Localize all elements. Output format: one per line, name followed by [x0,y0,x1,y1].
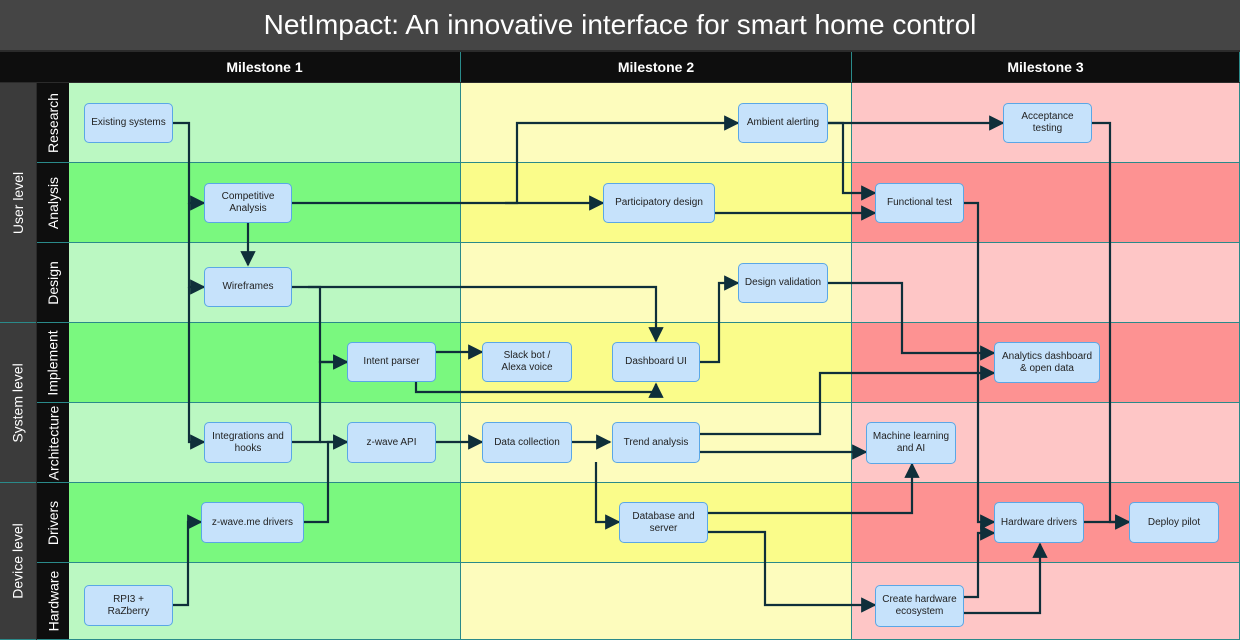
edge-wireframes-to-intent [308,285,349,370]
group-system-level: System level [0,323,36,483]
edge-existing-to-competitive [173,121,206,211]
edge-dashboard-to-validation [700,275,740,364]
group-user-level: User level [0,83,36,323]
group-device-level: Device level [0,483,36,640]
edge-validation-to-analytics [828,281,996,361]
edge-rpi-to-zwave-drivers [173,514,203,607]
edge-trend-to-analytics [700,365,996,436]
node-integrations-hooks[interactable]: Integrations and hooks [204,422,292,463]
edge-create-to-hardware-2 [964,542,1048,615]
node-machine-learning[interactable]: Machine learning and AI [866,422,956,464]
node-create-hardware[interactable]: Create hardware ecosystem [875,585,964,627]
edge-wireframes-to-dashboard [292,285,664,343]
node-rpi3-razberry[interactable]: RPI3 + RaZberry [84,585,173,626]
node-ambient-alerting[interactable]: Ambient alerting [738,103,828,143]
lane-label-design: Design [37,243,69,323]
lane-label-drivers: Drivers [37,483,69,563]
edge-integrations-to-intent [292,354,349,444]
node-intent-parser[interactable]: Intent parser [347,342,436,382]
edge-zwave-drivers-to-api [304,434,349,524]
edge-acceptance-to-deploy [1092,121,1131,530]
node-database-server[interactable]: Database and server [619,502,708,543]
node-zwave-me-drivers[interactable]: z-wave.me drivers [201,502,304,543]
milestone-2-header: Milestone 2 [461,52,852,82]
edge-existing-to-integrations [187,287,206,450]
node-functional-test[interactable]: Functional test [875,183,964,223]
node-data-collection[interactable]: Data collection [482,422,572,463]
edge-functional-to-hardware [964,201,996,530]
edge-intent-to-dashboard [414,382,664,398]
node-zwave-api[interactable]: z-wave API [347,422,436,463]
lane-label-analysis: Analysis [37,163,69,243]
node-trend-analysis[interactable]: Trend analysis [612,422,700,463]
node-acceptance-testing[interactable]: Acceptance testing [1003,103,1092,143]
lane-label-research: Research [37,83,69,163]
edge-data-to-database [594,462,621,530]
diagram-title: NetImpact: An innovative interface for s… [0,0,1240,50]
milestone-1-header: Milestone 1 [69,52,461,82]
milestone-3-header: Milestone 3 [852,52,1240,82]
node-slack-bot[interactable]: Slack bot / Alexa voice [482,342,572,382]
node-existing-systems[interactable]: Existing systems [84,103,173,143]
lane-label-implement: Implement [37,323,69,403]
node-dashboard-ui[interactable]: Dashboard UI [612,342,700,382]
node-design-validation[interactable]: Design validation [738,263,828,303]
edge-ambient-to-functional [828,121,877,201]
edge-competitive-to-ambient [505,115,740,205]
node-hardware-drivers[interactable]: Hardware drivers [994,502,1084,543]
node-analytics-dashboard[interactable]: Analytics dashboard & open data [994,342,1100,383]
node-deploy-pilot[interactable]: Deploy pilot [1129,502,1219,543]
edge-database-to-create [708,530,877,613]
edge-existing-to-wireframes [187,203,206,295]
node-participatory-design[interactable]: Participatory design [603,183,715,223]
header-corner [0,52,69,82]
node-wireframes[interactable]: Wireframes [204,267,292,307]
edge-create-to-hardware [964,525,996,599]
node-competitive-analysis[interactable]: Competitive Analysis [204,183,292,223]
lane-label-hardware: Hardware [37,563,69,640]
lane-label-architecture: Architecture [37,403,69,483]
edge-database-to-ml [708,462,920,515]
